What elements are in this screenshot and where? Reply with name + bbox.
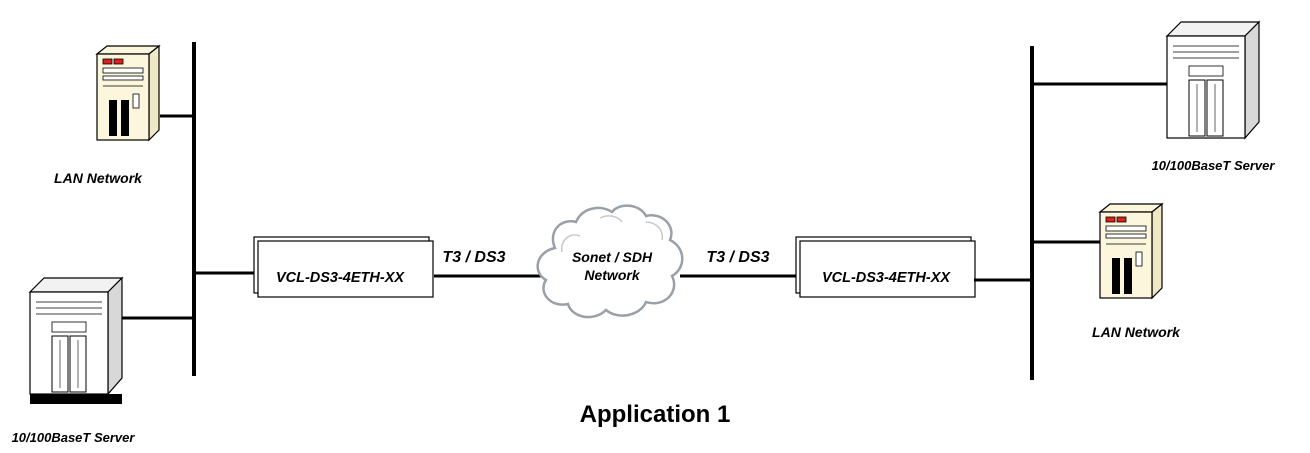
left-desktop-pc-icon: [96, 45, 160, 141]
right-device-box-icon: [795, 236, 976, 298]
right-link-label: T3 / DS3: [706, 249, 769, 266]
right-lan-label: LAN Network: [1092, 324, 1181, 340]
left-tower-server-icon: [29, 277, 123, 404]
left-server-label: 10/100BaseT Server: [12, 430, 136, 445]
cloud-label-line2: Network: [584, 267, 640, 283]
left-lan-label: LAN Network: [54, 170, 143, 186]
left-device-label: VCL-DS3-4ETH-XX: [276, 270, 405, 286]
right-device-label: VCL-DS3-4ETH-XX: [822, 270, 951, 286]
network-cloud-icon: [536, 204, 684, 319]
cloud-label-line1: Sonet / SDH: [572, 249, 653, 265]
diagram-title: Application 1: [580, 401, 731, 428]
right-tower-server-icon: [1166, 21, 1260, 139]
right-desktop-pc-icon: [1099, 203, 1163, 299]
right-server-label: 10/100BaseT Server: [1152, 158, 1276, 173]
left-link-label: T3 / DS3: [442, 249, 505, 266]
left-device-box-icon: [253, 236, 434, 298]
